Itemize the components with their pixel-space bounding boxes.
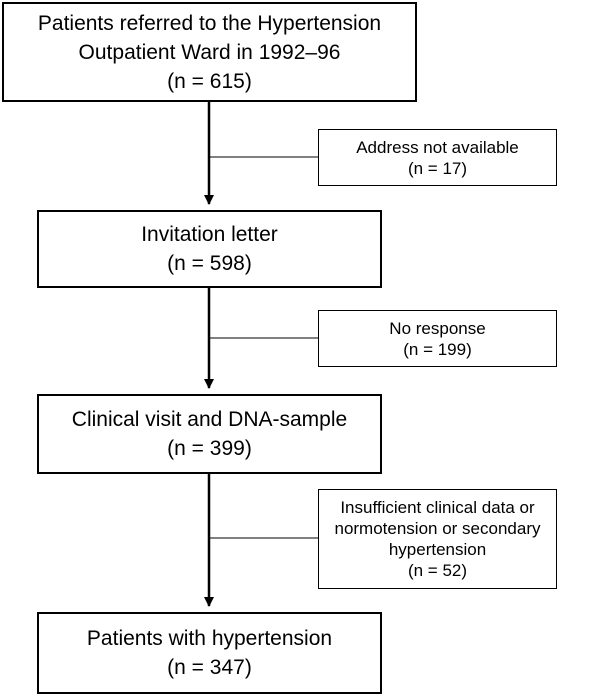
box-clinical-visit: Clinical visit and DNA-sample (n = 399) [37, 394, 382, 474]
box-referred-count: (n = 615) [167, 69, 252, 93]
box-no-response: No response (n = 199) [318, 310, 557, 367]
box-final-line-1: Patients with hypertension [86, 627, 333, 650]
box-insufficient-data: Insufficient clinical data or normotensi… [318, 489, 557, 589]
box-referred-line-2: Outpatient Ward in 1992–96 [78, 40, 341, 64]
box-address-line-1: Address not available [356, 137, 519, 157]
box-referred-line-1: Patients referred to the Hypertension [37, 11, 382, 35]
box-insufficient-line-3: hypertension [388, 540, 487, 559]
box-final-count: (n = 347) [167, 656, 252, 679]
box-invitation: Invitation letter (n = 598) [37, 210, 382, 288]
box-invitation-count: (n = 598) [167, 252, 252, 275]
box-insufficient-line-2: normotension or secondary [334, 519, 541, 538]
box-visit-line-1: Clinical visit and DNA-sample [71, 408, 348, 431]
box-address-count: (n = 17) [407, 158, 468, 178]
box-insufficient-line-1: Insufficient clinical data or [340, 498, 535, 517]
box-address-not-available: Address not available (n = 17) [318, 129, 557, 186]
box-insufficient-count: (n = 52) [407, 561, 468, 580]
box-referred: Patients referred to the Hypertension Ou… [2, 2, 417, 102]
box-noresponse-count: (n = 199) [403, 339, 472, 359]
box-visit-count: (n = 399) [167, 437, 252, 460]
box-invitation-line-1: Invitation letter [141, 223, 278, 246]
box-noresponse-line-1: No response [389, 318, 486, 338]
box-final-patients: Patients with hypertension (n = 347) [37, 612, 382, 694]
